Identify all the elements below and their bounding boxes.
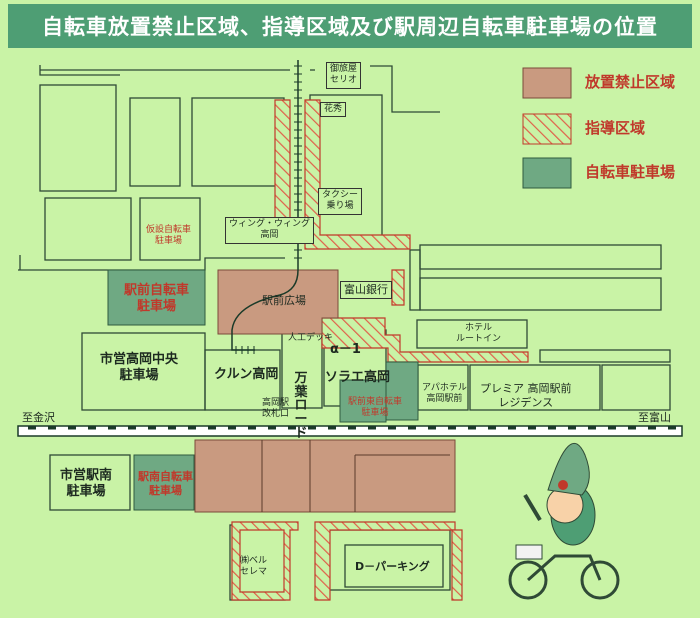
legend-item-guidance: 指導区域 (585, 117, 645, 138)
tram-line (231, 60, 299, 351)
label-gofukuya-serio: 御旅屋セリオ (326, 62, 362, 89)
label-taxi-stand: タクシー乗り場 (318, 188, 363, 215)
legend-parking-swatch (522, 157, 572, 189)
mascot-on-bicycle (508, 442, 620, 600)
label-d-parking: D－パーキング (355, 560, 430, 573)
label-temp-parking: 仮設自転車駐車場 (146, 225, 192, 247)
map-title: 自転車放置禁止区域、指導区域及び駅周辺自転車駐車場の位置 (8, 4, 692, 48)
label-premia: プレミア 高岡駅前レジデンス (480, 382, 572, 409)
label-ekimae-hiroba: 駅前広場 (262, 294, 306, 307)
label-apa-hotel: アパホテル高岡駅前 (422, 383, 467, 405)
main-railway (17, 425, 683, 437)
label-hotel-route-inn: ホテルルートイン (456, 323, 502, 345)
label-takaoka-gate: 高岡駅改札口 (262, 398, 290, 420)
legend-item-parking: 自転車駐車場 (585, 161, 675, 182)
label-alpha1: α－1 (330, 342, 361, 357)
label-manyo-road: 万葉ロード (294, 371, 308, 441)
legend-prohibited-label: 放置禁止区域 (585, 73, 676, 91)
label-toyama-bank: 富山銀行 (340, 281, 392, 299)
label-belle-selma: ㈱ベルセレマ (240, 556, 268, 578)
label-city-south-parking: 市営駅南駐車場 (60, 468, 113, 500)
label-wing-wing: ウィング・ウィング高岡 (225, 217, 315, 244)
legend-guidance-swatch (522, 113, 572, 145)
label-sorae: ソラエ高岡 (325, 370, 391, 385)
label-city-central-parking: 市営高岡中央駐車場 (100, 352, 179, 384)
label-hanahide: 花秀 (320, 102, 347, 118)
legend-guidance-label: 指導区域 (585, 119, 646, 137)
label-to-kanazawa: 至金沢 (22, 411, 55, 424)
legend-item-prohibited: 放置禁止区域 (585, 71, 675, 92)
label-ekimae-east-parking: 駅前東自転車駐車場 (348, 397, 403, 419)
label-ekimae-parking: 駅前自転車駐車場 (124, 283, 190, 315)
bicycle-parking-areas (107, 269, 419, 511)
south-block-lines (261, 440, 450, 512)
prohibited-zones (194, 269, 456, 513)
label-kurun-takaoka: クルン高岡 (214, 367, 279, 382)
label-to-toyama: 至富山 (638, 411, 671, 424)
legend-prohibited-swatch (522, 67, 572, 99)
label-ekinan-parking: 駅南自転車駐車場 (138, 470, 193, 497)
label-jinko-deck: 人工デッキ (288, 333, 334, 343)
legend-parking-label: 自転車駐車場 (585, 163, 676, 181)
